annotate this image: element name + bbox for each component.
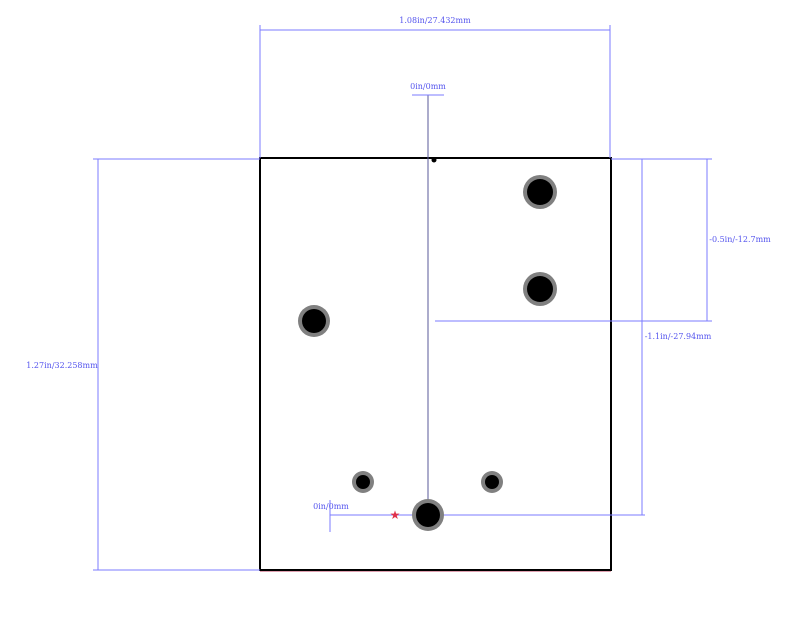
pad [412,499,444,531]
pin1-marker [431,157,437,163]
height-dimension: 1.27in/32.258mm [26,158,260,571]
pad [523,272,557,306]
offset-a-dimension: -0.5in/-12.7mm [435,158,771,322]
origin-y-dimension: 0in/0mm [313,500,645,532]
offset-b-label: -1.1in/-27.94mm [645,332,712,341]
origin-y-label: 0in/0mm [313,502,349,511]
width-label: 1.08in/27.432mm [399,16,471,25]
origin-star-icon: ★ [390,508,401,522]
origin-x-dimension: 0in/0mm [410,82,446,515]
offset-b-dimension: -1.1in/-27.94mm [641,159,712,515]
height-label: 1.27in/32.258mm [26,361,98,370]
pad [298,305,330,337]
offset-a-label: -0.5in/-12.7mm [709,235,771,244]
width-dimension: 1.08in/27.432mm [259,16,611,158]
pad [352,471,374,493]
origin-x-label: 0in/0mm [410,82,446,91]
pad [523,175,557,209]
pad [481,471,503,493]
